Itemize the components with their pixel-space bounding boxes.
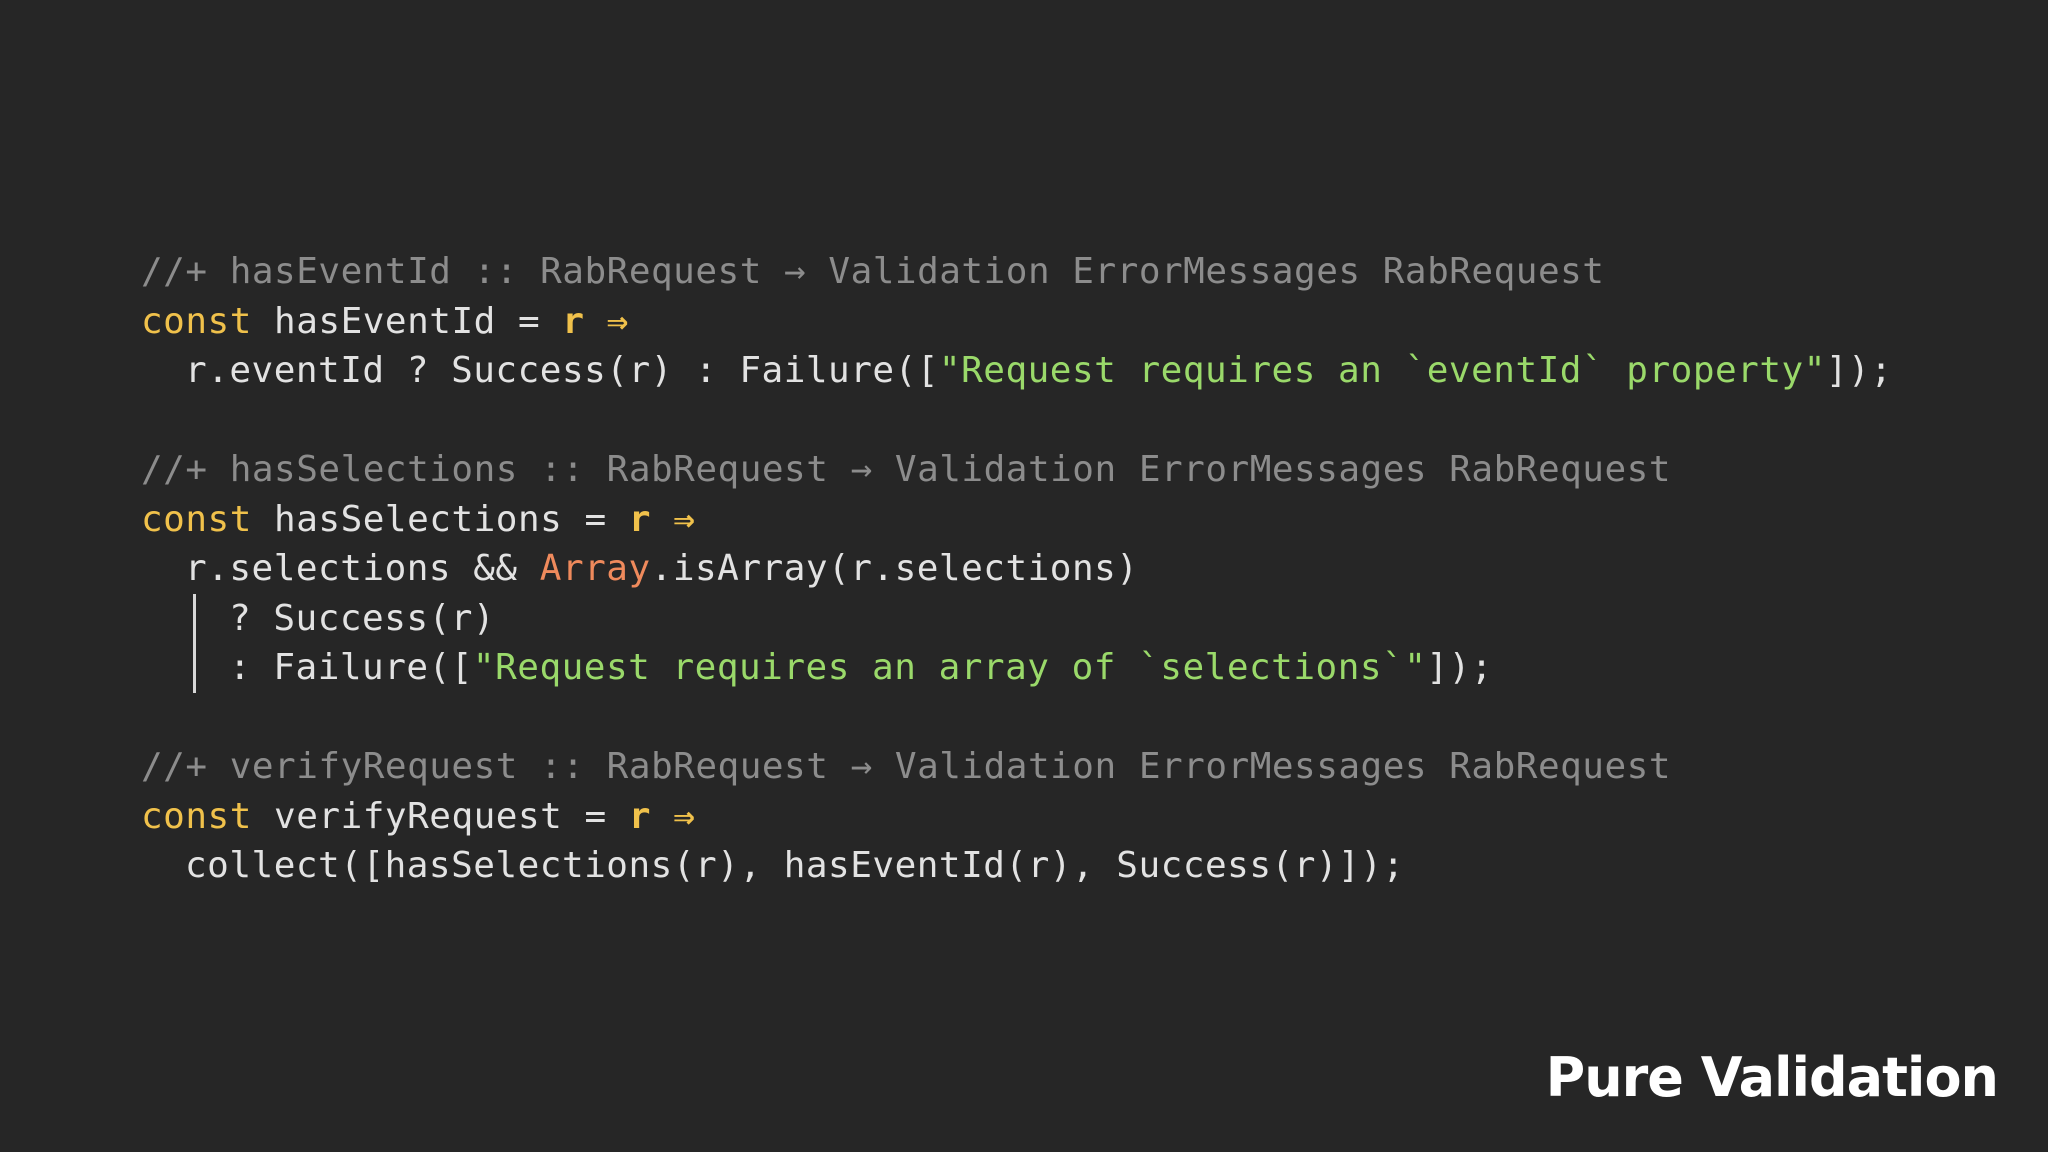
fat-arrow: ⇒ bbox=[651, 498, 696, 540]
function-name: hasSelections = bbox=[251, 498, 629, 540]
param: r bbox=[562, 300, 585, 342]
condition-code-end: .isArray(r.selections) bbox=[650, 548, 1139, 589]
slide-title: Pure Validation bbox=[1545, 1046, 1999, 1109]
else-code-end: ]); bbox=[1426, 647, 1493, 688]
param: r bbox=[628, 498, 652, 540]
body-has-event-id: r.eventId ? Success(r) : Failure(["Reque… bbox=[141, 346, 1892, 396]
body-verify-request: collect([hasSelections(r), hasEventId(r)… bbox=[141, 841, 1892, 891]
else-code: : Failure([ bbox=[229, 647, 473, 688]
declaration-verify-request: const verifyRequest = r ⇒ bbox=[141, 792, 1892, 842]
condition-code: r.selections && bbox=[185, 548, 540, 589]
indent-guide bbox=[193, 643, 196, 693]
body-code: collect([hasSelections(r), hasEventId(r)… bbox=[185, 845, 1405, 886]
type-signature-comment: //+ verifyRequest :: RabRequest → Valida… bbox=[141, 746, 1671, 787]
then-branch: ? Success(r) bbox=[141, 593, 1892, 643]
comment-has-selections: //+ hasSelections :: RabRequest → Valida… bbox=[141, 445, 1892, 495]
string-literal: "Request requires an array of `selection… bbox=[472, 647, 1427, 688]
body-code-end: ]); bbox=[1825, 350, 1893, 391]
condition-has-selections: r.selections && Array.isArray(r.selectio… bbox=[141, 544, 1892, 594]
const-keyword: const bbox=[141, 795, 252, 837]
comment-verify-request: //+ verifyRequest :: RabRequest → Valida… bbox=[141, 742, 1892, 792]
else-branch: : Failure(["Request requires an array of… bbox=[141, 643, 1892, 693]
declaration-has-selections: const hasSelections = r ⇒ bbox=[141, 495, 1892, 545]
code-block: //+ hasEventId :: RabRequest → Validatio… bbox=[141, 247, 1892, 891]
const-keyword: const bbox=[141, 498, 252, 540]
then-code: ? Success(r) bbox=[229, 597, 496, 639]
const-keyword: const bbox=[141, 300, 252, 342]
type-signature-comment: //+ hasEventId :: RabRequest → Validatio… bbox=[141, 251, 1605, 292]
type-signature-comment: //+ hasSelections :: RabRequest → Valida… bbox=[141, 449, 1671, 490]
fat-arrow: ⇒ bbox=[584, 300, 629, 342]
fat-arrow: ⇒ bbox=[651, 795, 696, 837]
declaration-has-event-id: const hasEventId = r ⇒ bbox=[141, 297, 1892, 347]
body-code: r.eventId ? Success(r) : Failure([ bbox=[185, 350, 939, 391]
function-name: hasEventId = bbox=[251, 300, 563, 342]
indent-guide bbox=[193, 593, 196, 643]
function-name: verifyRequest = bbox=[251, 795, 629, 837]
builtin-array: Array bbox=[539, 548, 651, 589]
param: r bbox=[628, 795, 652, 837]
string-literal: "Request requires an `eventId` property" bbox=[938, 350, 1826, 391]
comment-has-event-id: //+ hasEventId :: RabRequest → Validatio… bbox=[141, 247, 1892, 297]
